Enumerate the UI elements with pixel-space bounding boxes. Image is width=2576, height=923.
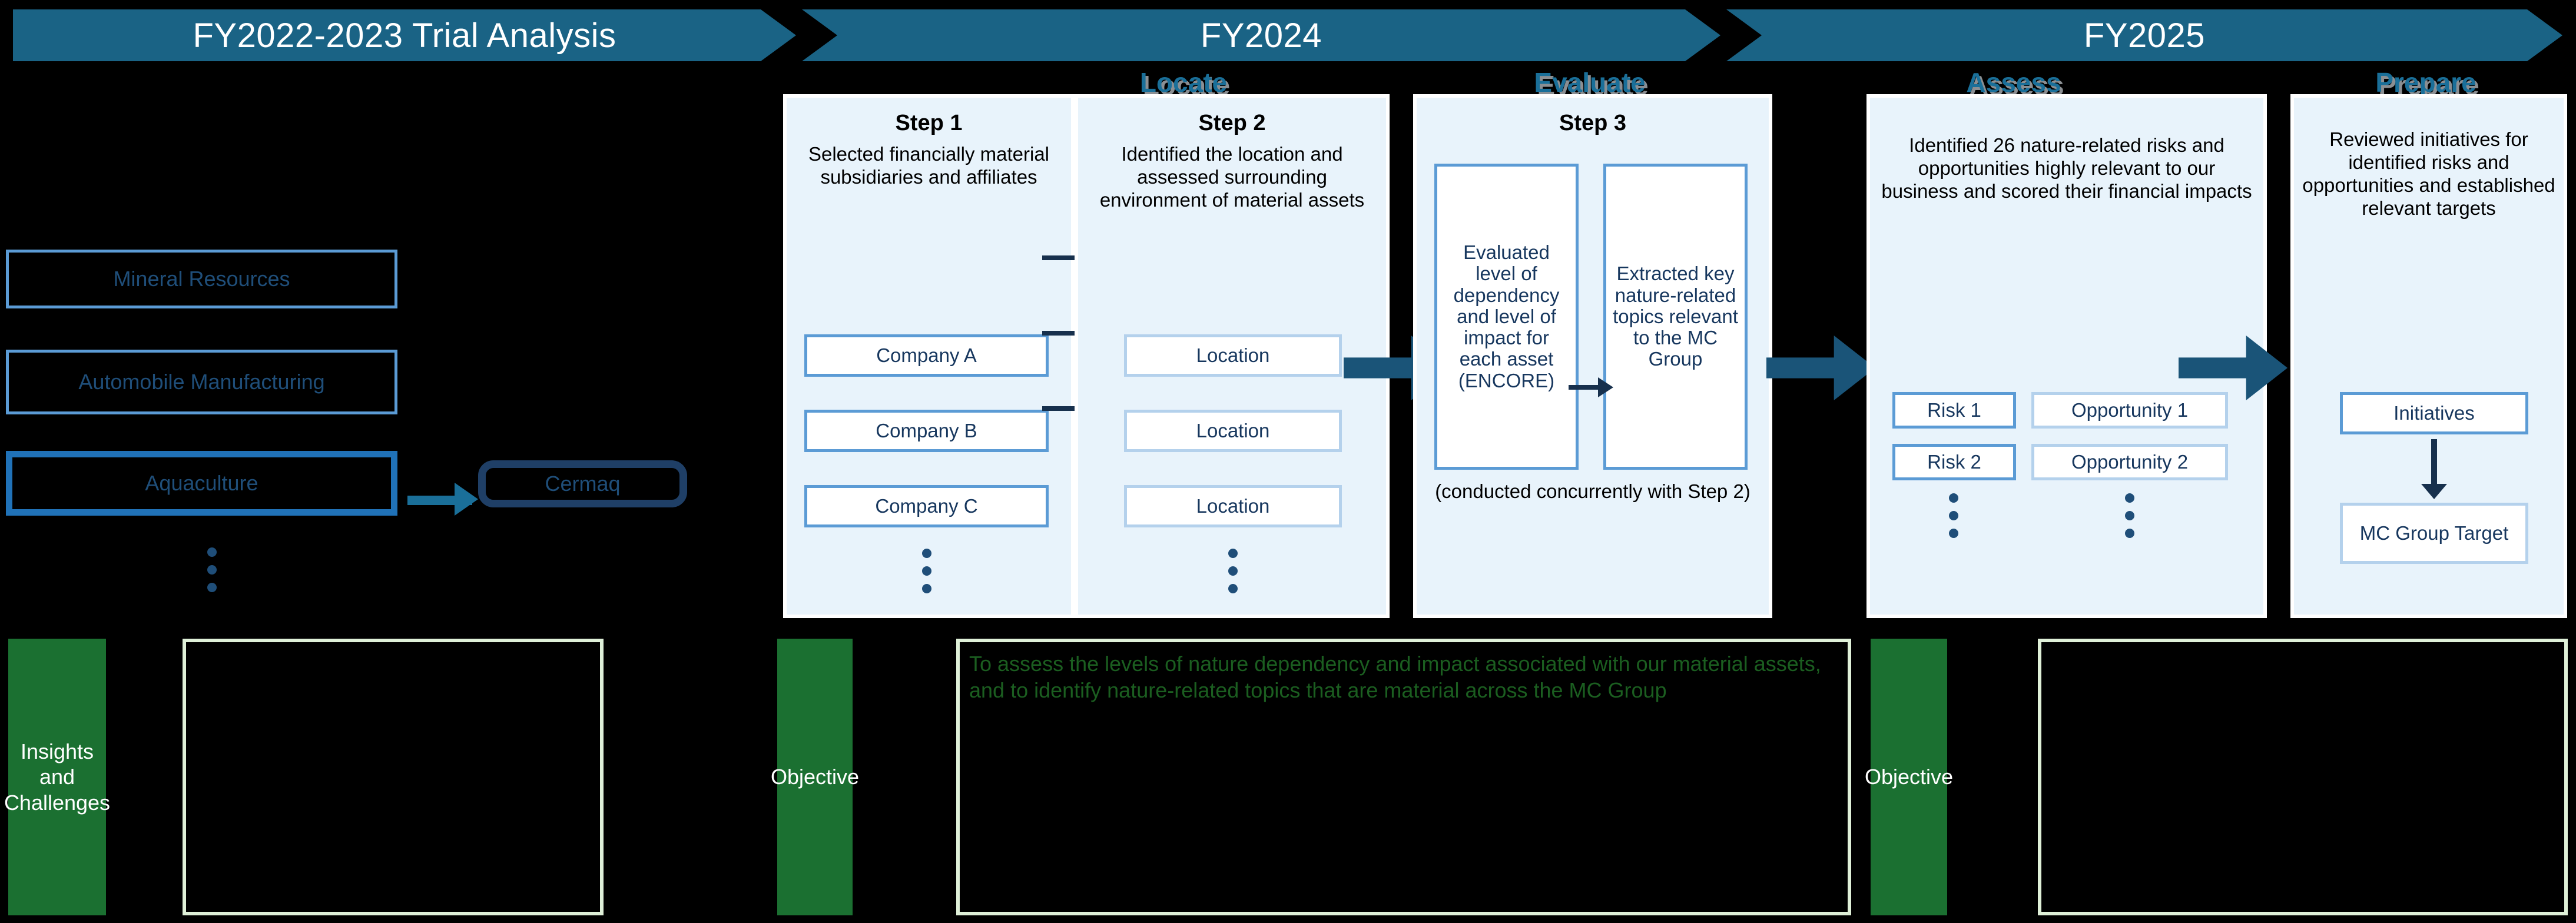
timeline-band-fy2025: FY2025: [1726, 9, 2562, 61]
step-panel-1: Step 1 Selected financially material sub…: [783, 94, 1075, 618]
company-list-ellipsis: [922, 549, 931, 593]
segment-label: Automobile Manufacturing: [78, 369, 325, 394]
timeline-band-fy2024: FY2024: [802, 9, 1720, 61]
opportunity-chip[interactable]: Opportunity 2: [2031, 444, 2228, 480]
arrow-step3-to-assess: [1766, 336, 1875, 400]
location-label: Location: [1196, 419, 1270, 441]
objective-content-box-1[interactable]: To assess the levels of nature dependenc…: [956, 639, 1851, 915]
arrow-step3-internal: [1569, 377, 1613, 397]
stage-caption-locate: Locate: [1139, 67, 1228, 98]
step3-box-label: Evaluated level of dependency and level …: [1453, 241, 1560, 391]
step-panel-2: Step 2 Identified the location and asses…: [1075, 94, 1390, 618]
row-label-text: Objective: [1864, 765, 1954, 789]
risk-list-ellipsis: [1949, 493, 1958, 538]
step-panel-assess: Identified 26 nature-related risks and o…: [1866, 94, 2267, 618]
assess-description: Identified 26 nature-related risks and o…: [1881, 134, 2252, 202]
opportunity-list-ellipsis: [2125, 493, 2134, 538]
step-1-title: Step 1: [895, 111, 963, 135]
timeline-band-label: FY2024: [1200, 16, 1322, 55]
step-2-title: Step 2: [1198, 111, 1266, 135]
company-chip[interactable]: Company A: [804, 334, 1049, 377]
timeline-band-label: FY2022-2023 Trial Analysis: [193, 16, 616, 55]
company-label: Company B: [876, 419, 977, 441]
step-panel-3: Step 3 Evaluated level of dependency and…: [1413, 94, 1772, 618]
stage-caption-prepare: Prepare: [2375, 67, 2476, 98]
timeline-band-label: FY2025: [2083, 16, 2206, 55]
opportunity-chip[interactable]: Opportunity 1: [2031, 392, 2228, 429]
risk-label: Risk 1: [1927, 399, 1981, 421]
subsidiary-box-cermaq[interactable]: Cermaq: [478, 460, 687, 507]
timeline-band-fy2022-2023: FY2022-2023 Trial Analysis: [13, 9, 796, 61]
step-2-description: Identified the location and assessed sur…: [1099, 143, 1365, 211]
objective-content-box-2[interactable]: [2038, 639, 2568, 915]
risk-chip[interactable]: Risk 2: [1892, 444, 2016, 480]
step-1-description: Selected financially material subsidiari…: [808, 143, 1050, 188]
arrow-initiatives-to-target: [2421, 439, 2447, 499]
opportunity-label: Opportunity 1: [2071, 399, 2189, 421]
insights-content-box[interactable]: [183, 639, 604, 915]
segment-label: Mineral Resources: [113, 266, 290, 291]
objective-content-text: To assess the levels of nature dependenc…: [969, 652, 1821, 702]
initiatives-label: Initiatives: [2393, 401, 2475, 424]
initiatives-chip[interactable]: Initiatives: [2340, 392, 2528, 434]
row-label-objective-2: Objective: [1865, 639, 1953, 915]
risk-chip[interactable]: Risk 1: [1892, 392, 2016, 429]
location-label: Location: [1196, 494, 1270, 517]
arrow-aquaculture-to-cermaq: [407, 483, 478, 516]
segment-box-aquaculture[interactable]: Aquaculture: [6, 451, 397, 516]
step-3-title: Step 3: [1559, 111, 1627, 135]
row-label-text: Insights and Challenges: [4, 739, 111, 815]
subsidiary-label: Cermaq: [545, 472, 621, 496]
company-chip[interactable]: Company B: [804, 410, 1049, 452]
location-chip[interactable]: Location: [1124, 485, 1342, 527]
target-chip[interactable]: MC Group Target: [2340, 503, 2528, 564]
step-panel-prepare: Reviewed initiatives for identified risk…: [2290, 94, 2567, 618]
location-label: Location: [1196, 344, 1270, 366]
step3-box-label: Extracted key nature-related topics rele…: [1613, 263, 1738, 370]
segment-box-mineral-resources[interactable]: Mineral Resources: [6, 250, 397, 308]
segment-list-ellipsis: [207, 547, 217, 592]
segment-box-automobile-manufacturing[interactable]: Automobile Manufacturing: [6, 350, 397, 414]
prepare-description: Reviewed initiatives for identified risk…: [2302, 128, 2555, 219]
company-label: Company A: [876, 344, 977, 366]
segment-label: Aquaculture: [145, 470, 258, 495]
row-label-objective-1: Objective: [771, 639, 859, 915]
step3-box-extract[interactable]: Extracted key nature-related topics rele…: [1603, 164, 1748, 470]
location-list-ellipsis: [1228, 549, 1238, 593]
target-label: MC Group Target: [2359, 522, 2509, 544]
step-3-note: (conducted concurrently with Step 2): [1435, 480, 1751, 502]
company-label: Company C: [875, 494, 978, 517]
step3-box-evaluate[interactable]: Evaluated level of dependency and level …: [1434, 164, 1579, 470]
location-chip[interactable]: Location: [1124, 410, 1342, 452]
stage-caption-assess: Assess: [1966, 67, 2061, 98]
stage-caption-evaluate: Evaluate: [1534, 67, 1646, 98]
row-label-insights-and-challenges: Insights and Challenges: [4, 639, 110, 915]
location-chip[interactable]: Location: [1124, 334, 1342, 377]
opportunity-label: Opportunity 2: [2071, 450, 2189, 473]
row-label-text: Objective: [770, 765, 860, 789]
company-chip[interactable]: Company C: [804, 485, 1049, 527]
risk-label: Risk 2: [1927, 450, 1981, 473]
